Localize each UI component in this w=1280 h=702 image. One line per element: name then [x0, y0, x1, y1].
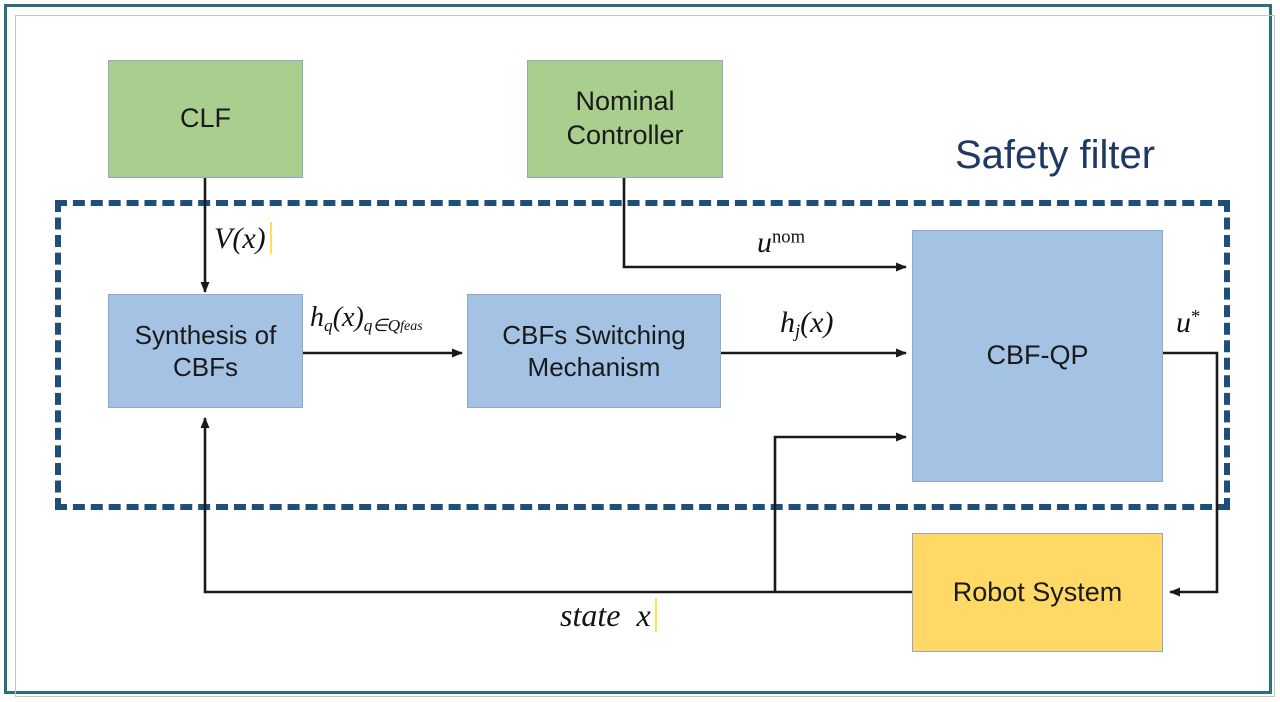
signal-hj-paren: (x)	[800, 306, 834, 339]
signal-v-paren: (x)	[232, 222, 266, 256]
signal-v-base: V	[214, 222, 233, 256]
outer-frame	[4, 4, 1275, 697]
signal-unom-sup: nom	[772, 226, 806, 248]
signal-hj-base: h	[780, 306, 795, 339]
text-caret	[269, 222, 272, 254]
text-caret-state	[654, 598, 657, 632]
signal-label-u-nom: unom	[757, 228, 805, 258]
signal-unom-base: u	[757, 226, 772, 259]
signal-label-state-x: state x	[560, 598, 657, 632]
signal-label-v-of-x: V(x)	[214, 222, 272, 254]
block-clf[interactable]: CLF	[108, 60, 303, 178]
signal-label-u-star: u*	[1176, 308, 1200, 338]
signal-hq-paren: (x)	[332, 302, 364, 333]
block-nominal-controller[interactable]: Nominal Controller	[527, 60, 723, 178]
signal-hq-sub: q	[324, 315, 333, 335]
safety-filter-title: Safety filter	[955, 133, 1156, 177]
signal-label-h-j-of-x: hj(x)	[780, 308, 833, 342]
block-robot-system[interactable]: Robot System	[912, 533, 1163, 652]
signal-ustar-sup: *	[1191, 306, 1201, 328]
signal-state-words: state	[560, 596, 621, 633]
signal-label-h-q-family: hq(x)q∈Qfeas	[310, 302, 423, 335]
signal-state-gap	[620, 597, 636, 633]
block-synthesis-of-cbfs[interactable]: Synthesis of CBFs	[108, 294, 303, 408]
signal-ustar-base: u	[1176, 306, 1191, 339]
signal-hq-base: h	[310, 302, 324, 333]
block-cbfs-switching-mechanism[interactable]: CBFs Switching Mechanism	[467, 294, 721, 408]
signal-hq-family-sub: q∈Q	[363, 315, 401, 335]
signal-state-var: x	[636, 596, 651, 633]
signal-hq-family-tail: feas	[400, 319, 423, 335]
block-cbf-qp[interactable]: CBF-QP	[912, 230, 1163, 482]
signal-hj-sub: j	[795, 321, 801, 343]
outer-frame-inner-line	[15, 15, 1275, 697]
